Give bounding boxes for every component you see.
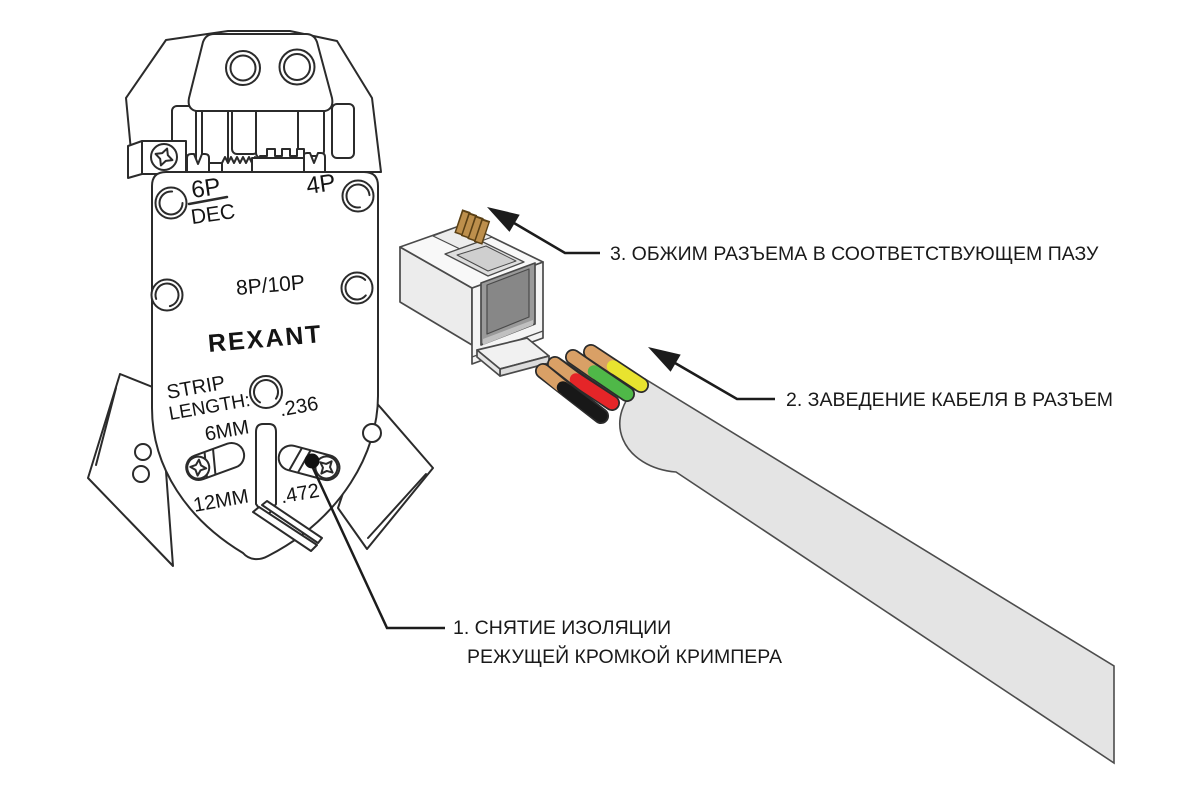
connector-pins	[454, 209, 491, 245]
marker-dot	[304, 453, 320, 469]
connector-latch	[476, 337, 550, 377]
fraction-line	[187, 195, 229, 206]
marking-4p: 4P	[305, 169, 338, 200]
pin-4	[473, 218, 491, 245]
screw-left	[150, 143, 178, 171]
step2-label: 2. ЗАВЕДЕНИЕ КАБЕЛЯ В РАЗЪЕМ	[786, 389, 1113, 411]
plate-small-hole-left	[134, 443, 152, 461]
wire-red	[547, 356, 620, 411]
pin-1	[454, 209, 471, 236]
spring-clip-left	[186, 153, 210, 174]
crimping-tool	[87, 30, 434, 567]
wire-yellow	[583, 344, 649, 393]
blade-lower-bars	[252, 500, 323, 552]
blade-channel	[255, 423, 277, 519]
step-labels: 3. ОБЖИМ РАЗЪЕМА В СООТВЕТСТВУЮЩЕМ ПАЗУ …	[453, 243, 1113, 668]
cable-wires	[535, 344, 649, 424]
step3-arrow	[487, 207, 600, 255]
connector-top-recess-inner	[456, 245, 517, 272]
step1-label-line2: РЕЖУЩЕЙ КРОМКОЙ КРИМПЕРА	[467, 644, 782, 668]
marking-6p: 6P	[190, 173, 223, 204]
step2-arrow	[648, 347, 775, 401]
leader-step1	[311, 467, 445, 630]
strip-slot-6mm	[185, 441, 246, 481]
connector-cavity	[480, 262, 536, 346]
pin-2	[460, 212, 478, 239]
wire-green	[565, 349, 635, 402]
wire-black	[535, 363, 609, 424]
pin-3	[467, 215, 484, 242]
serrated-rack	[221, 156, 257, 173]
telephone-cable	[618, 378, 1115, 765]
plate-ring-holes	[150, 179, 375, 409]
step2-arrowhead	[648, 347, 681, 372]
step3-label: 3. ОБЖИМ РАЗЪЕМА В СООТВЕТСТВУЮЩЕМ ПАЗУ	[610, 243, 1099, 265]
plate-small-hole-right	[362, 423, 382, 443]
step3-arrowhead	[487, 207, 520, 232]
tool-die-holes	[225, 48, 316, 86]
rj-connector	[399, 209, 550, 377]
step1-label-line1: 1. СНЯТИЕ ИЗОЛЯЦИИ	[453, 617, 671, 639]
